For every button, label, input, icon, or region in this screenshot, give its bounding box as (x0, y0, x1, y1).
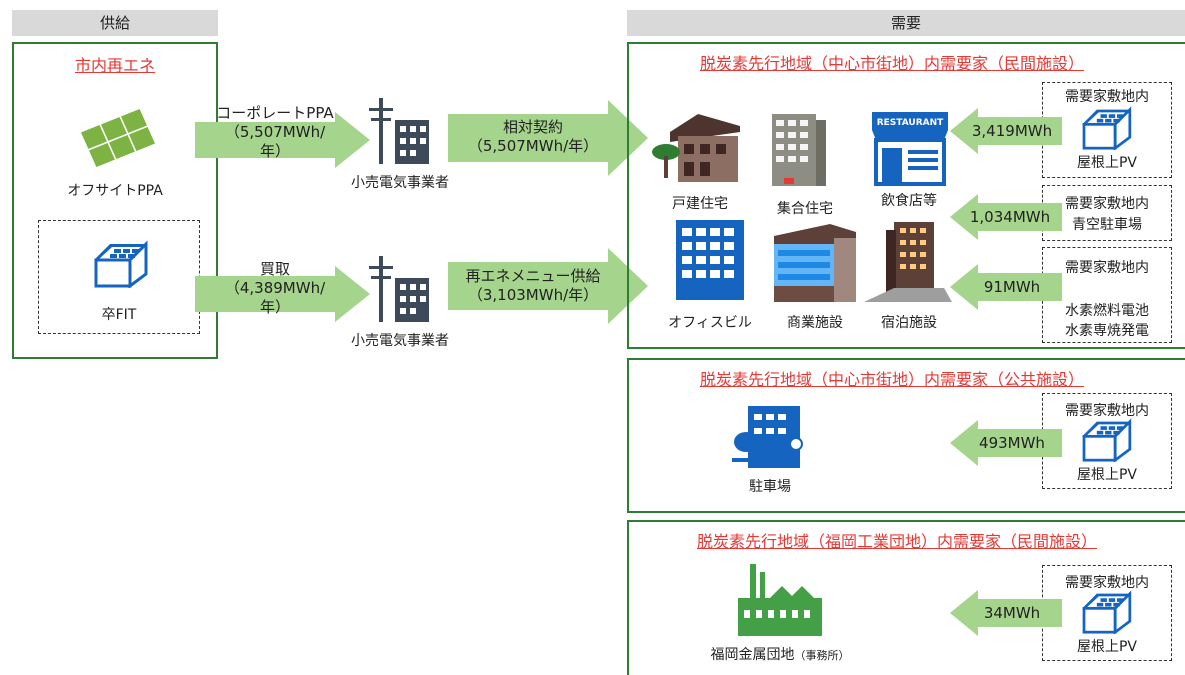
arrow-corporate-ppa (195, 112, 370, 168)
corporate-ppa-line2: （5,507MWh/ (224, 123, 326, 141)
arrow-v2 (950, 194, 1062, 240)
hotel-icon (864, 222, 952, 302)
rooftop-pv-label-3: 屋根上PV (1076, 639, 1138, 655)
apartment-label: 集合住宅 (777, 201, 833, 217)
value-v3: 91MWh (983, 278, 1041, 296)
office-building-icon (676, 220, 744, 300)
corporate-ppa-text: コーポレートPPA （5,507MWh/ 年） (200, 104, 350, 161)
menu-line1: 再エネメニュー供給 (465, 267, 601, 285)
retailer-icon-2 (369, 256, 429, 322)
restaurant-icon: RESTAURANT (872, 112, 948, 186)
apartment-icon (772, 114, 826, 186)
value-v1: 3,419MWh (971, 122, 1053, 140)
retailer-label-1: 小売電気事業者 (351, 175, 449, 191)
relative-line2: （5,507MWh/年） (467, 137, 599, 155)
parking-label: 駐車場 (749, 479, 791, 495)
fuel-cell-label: 水素燃料電池 (1065, 303, 1149, 319)
h2-power-label: 水素専焼発電 (1065, 323, 1149, 339)
retailer-icon-1 (369, 98, 429, 164)
arrow-re-menu (448, 248, 648, 324)
purchase-line3: 年） (259, 298, 290, 316)
arrow-relative-contract (448, 100, 648, 176)
purchase-text: 買取 （4,389MWh/ 年） (200, 260, 350, 317)
onsite-premises-4: 需要家敷地内 (1065, 403, 1149, 419)
rooftop-pv-icon-2 (1082, 418, 1132, 462)
restaurant-sign: RESTAURANT (877, 118, 944, 128)
value-v5: 34MWh (983, 604, 1041, 622)
rooftop-pv-label-2: 屋根上PV (1076, 467, 1138, 483)
value-v4: 493MWh (979, 434, 1045, 452)
industrial-title: 脱炭素先行地域（福岡工業団地）内需要家（民間施設） (696, 532, 1097, 551)
local-re-box (12, 42, 218, 359)
factory-main-label: 福岡金属団地 (710, 647, 795, 663)
fit-label: 卒FIT (101, 307, 137, 323)
arrow-v5 (950, 590, 1062, 636)
restaurant-label: 飲食店等 (881, 193, 937, 209)
onsite-premises-3: 需要家敷地内 (1065, 260, 1149, 276)
value-v2: 1,034MWh (969, 208, 1051, 226)
arrow-v3 (950, 264, 1062, 310)
local-re-title: 市内再エネ (74, 56, 155, 75)
factory-sub-label: （事務所） (794, 649, 850, 662)
onsite-premises-2: 需要家敷地内 (1065, 196, 1149, 212)
arrow-v1 (950, 108, 1062, 154)
public-facilities-box (627, 358, 1185, 513)
detached-house-label: 戸建住宅 (672, 196, 728, 212)
supply-header: 供給 (12, 10, 218, 36)
offsite-ppa-label: オフサイトPPA (67, 183, 163, 199)
purchase-line2: （4,389MWh/ (224, 279, 326, 297)
relative-contract-text: 相対契約 （5,507MWh/年） (448, 118, 618, 156)
commercial-label: 商業施設 (787, 315, 843, 331)
solar-panel-icon (78, 107, 158, 169)
corporate-ppa-line1: コーポレートPPA (216, 104, 334, 122)
rooftop-pv-label-1: 屋根上PV (1076, 155, 1138, 171)
house-pv-icon (94, 240, 148, 288)
corporate-ppa-line3: 年） (259, 142, 290, 160)
private-title: 脱炭素先行地域（中心市街地）内需要家（民間施設） (699, 54, 1084, 73)
office-label: オフィスビル (668, 315, 752, 331)
open-parking-label: 青空駐車場 (1072, 217, 1142, 233)
retailer-label-2: 小売電気事業者 (351, 333, 449, 349)
hotel-label: 宿泊施設 (881, 315, 937, 331)
menu-line2: （3,103MWh/年） (467, 286, 599, 304)
industrial-facilities-box (627, 520, 1185, 675)
re-menu-text: 再エネメニュー供給 （3,103MWh/年） (448, 267, 618, 305)
private-facilities-box (627, 42, 1185, 349)
public-title: 脱炭素先行地域（中心市街地）内需要家（公共施設） (699, 370, 1084, 389)
parking-building-icon (732, 406, 803, 468)
rooftop-pv-icon-1 (1082, 106, 1132, 150)
onsite-premises-1: 需要家敷地内 (1065, 89, 1149, 105)
relative-line1: 相対契約 (502, 118, 563, 136)
detached-house-icon (652, 114, 740, 182)
arrow-v4 (950, 420, 1062, 466)
demand-header: 需要 (627, 10, 1185, 36)
factory-icon (738, 564, 822, 636)
onsite-premises-5: 需要家敷地内 (1065, 575, 1149, 591)
purchase-line1: 買取 (259, 260, 290, 278)
factory-label: 福岡金属団地（事務所） (680, 644, 880, 664)
rooftop-pv-icon-3 (1082, 590, 1132, 634)
arrow-purchase (195, 266, 370, 322)
commercial-facility-icon (774, 224, 856, 302)
